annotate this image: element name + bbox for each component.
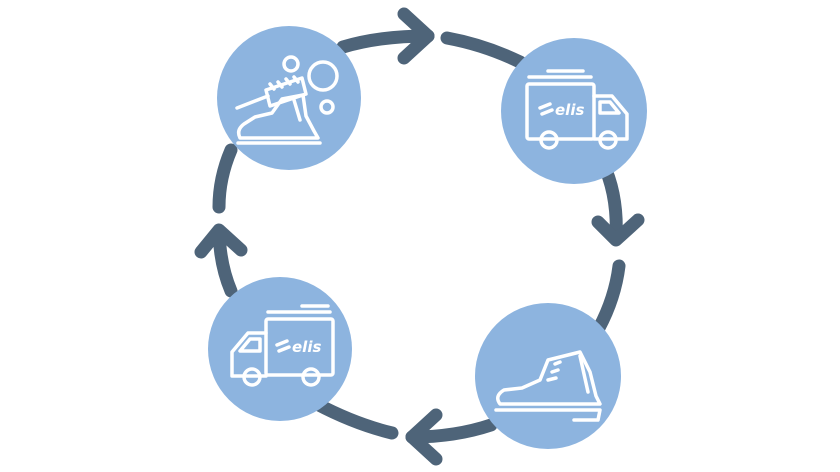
truck-logo-text-return: elis — [292, 338, 321, 356]
arrow-bottom-left-tail — [310, 397, 399, 440]
arrow-right — [591, 163, 645, 247]
cycle-arrows — [194, 7, 645, 466]
delivery-truck-icon-return: elis — [230, 304, 335, 387]
arrow-right-lower-tail — [592, 259, 626, 335]
arrow-top — [336, 7, 435, 65]
arrow-left-upper-tail — [212, 143, 238, 214]
truck-logo-text: elis — [555, 101, 584, 119]
shoe-cleaning-icon — [235, 55, 339, 145]
arrow-left — [194, 223, 248, 298]
node-clean-shoe — [475, 303, 621, 449]
arrow-top-right-tail — [440, 31, 527, 69]
delivery-truck-icon: elis — [525, 69, 629, 150]
arrow-bottom — [405, 408, 498, 466]
clean-shoe-icon — [494, 350, 602, 422]
